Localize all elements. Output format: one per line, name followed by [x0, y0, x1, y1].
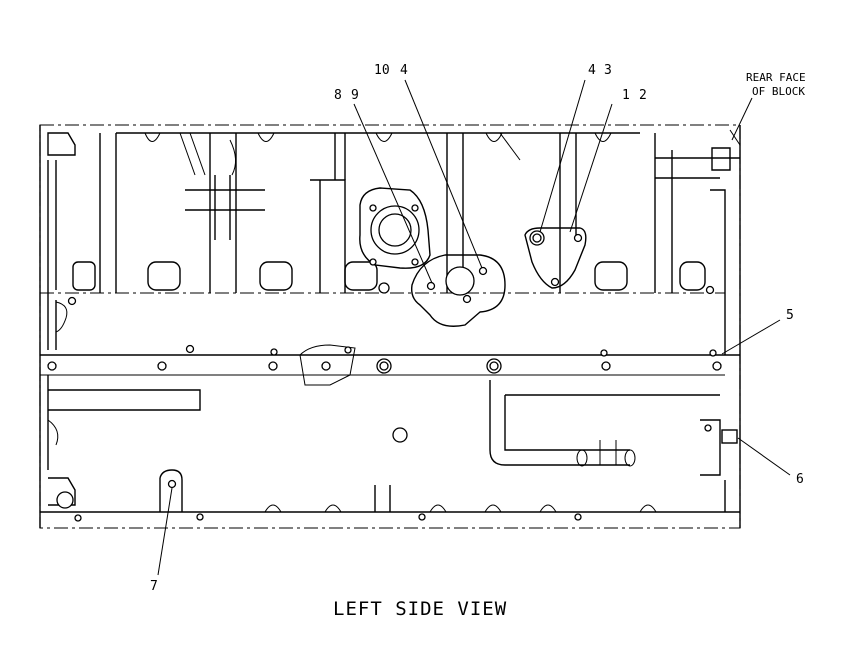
callout-4-upper-right: 4 — [588, 63, 596, 78]
pan-rail-bolts — [40, 285, 740, 386]
leader-lines — [157, 79, 791, 576]
upper-block-details — [47, 129, 741, 355]
callout-5: 5 — [786, 308, 794, 323]
callout-1: 1 — [622, 88, 630, 103]
rear-face-label-line2: OF BLOCK — [752, 85, 805, 98]
callout-6: 6 — [796, 472, 804, 487]
callout-8: 8 — [334, 88, 342, 103]
view-title: LEFT SIDE VIEW — [333, 598, 507, 620]
callout-4-upper-left: 4 — [400, 63, 408, 78]
mounting-pads — [359, 187, 587, 327]
rear-face-label-line1: REAR FACE — [746, 71, 806, 84]
callout-10: 10 — [374, 63, 390, 78]
callout-3: 3 — [604, 63, 612, 78]
callout-9: 9 — [351, 88, 359, 103]
callout-2: 2 — [639, 88, 647, 103]
lower-block-details — [40, 375, 740, 522]
callout-7: 7 — [150, 579, 158, 594]
